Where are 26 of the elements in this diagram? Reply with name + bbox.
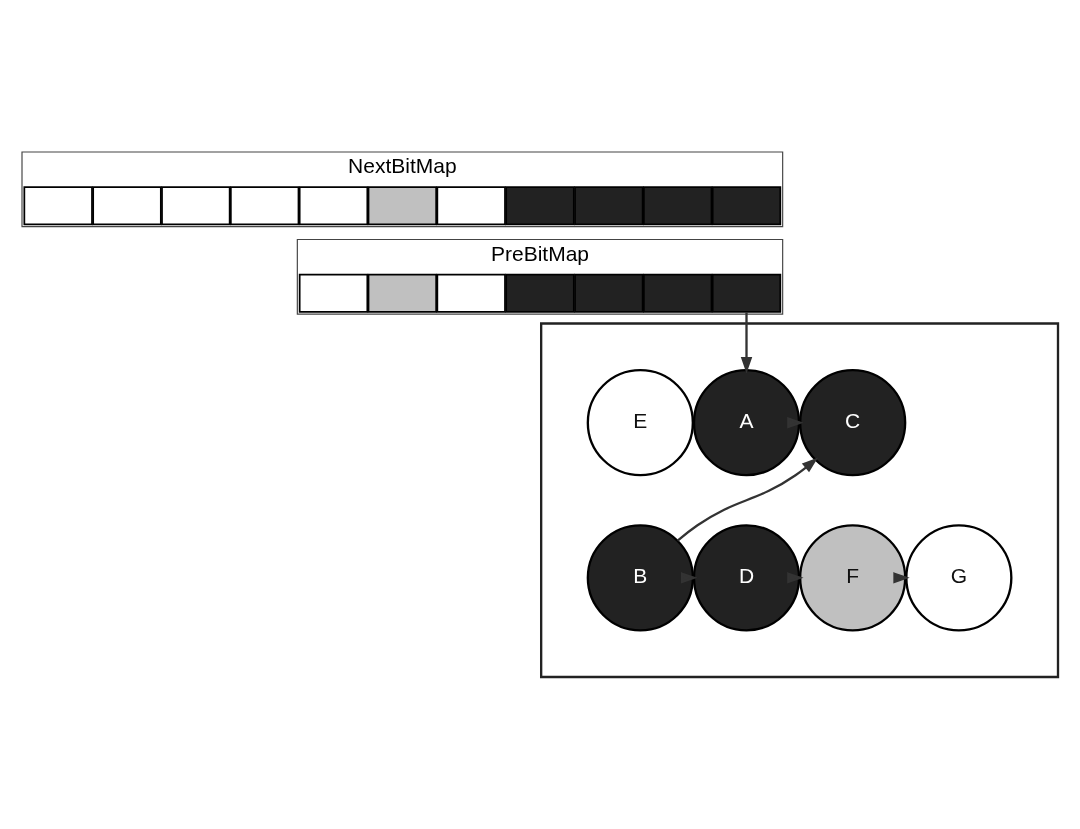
- node-box: [574, 186, 644, 226]
- node-box: [642, 186, 713, 226]
- arrow: [681, 572, 698, 584]
- node-box: [161, 186, 231, 226]
- cluster: [540, 322, 1060, 679]
- node-box: [436, 186, 506, 226]
- node-box: [367, 186, 438, 226]
- node-box: [436, 273, 506, 313]
- node-box: [229, 186, 300, 226]
- arrow: [893, 572, 910, 584]
- arrow: [787, 572, 804, 584]
- node-box: [298, 186, 369, 226]
- node-box: [367, 273, 438, 313]
- arrow: [676, 457, 819, 542]
- node-box: [505, 273, 575, 313]
- arrow: [740, 312, 753, 374]
- node-box: [574, 273, 644, 313]
- node-box: [711, 186, 782, 226]
- arrow: [787, 416, 804, 429]
- node-box: [23, 186, 93, 226]
- node-box: [505, 186, 575, 226]
- node-box: [711, 273, 782, 313]
- node-box: [92, 186, 162, 226]
- node-box: [298, 273, 369, 313]
- node-box: [642, 273, 713, 313]
- node-circle: E: [586, 369, 694, 477]
